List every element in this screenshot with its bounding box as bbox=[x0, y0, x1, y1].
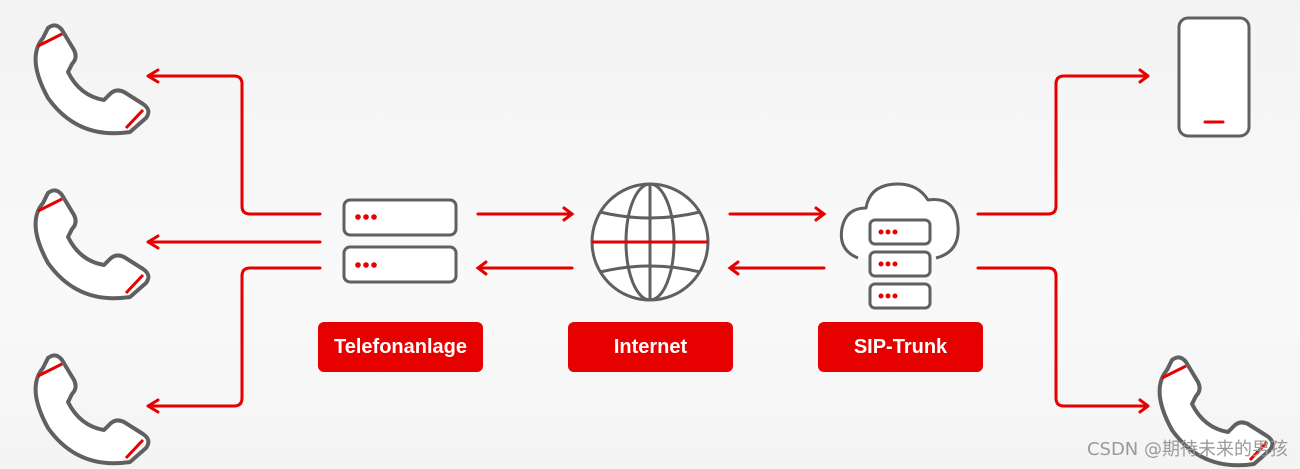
internet-sip-arrows bbox=[727, 206, 827, 276]
sip-trunk-label: SIP-Trunk bbox=[818, 322, 983, 372]
phone-left-3-icon bbox=[33, 353, 151, 466]
pbx-internet-arrows bbox=[475, 206, 575, 276]
server-stack-icon bbox=[342, 198, 458, 284]
connector-top bbox=[148, 74, 322, 216]
cloud-server-icon bbox=[839, 182, 960, 310]
watermark: CSDN @期待未来的男孩 bbox=[1086, 439, 1288, 460]
internet-label: Internet bbox=[568, 322, 733, 372]
smartphone-icon bbox=[1177, 16, 1251, 138]
phone-left-2-icon bbox=[33, 188, 151, 301]
connector-bottom bbox=[148, 266, 322, 408]
connector-right-bottom bbox=[976, 266, 1150, 414]
left-connectors bbox=[148, 74, 322, 408]
right-connectors bbox=[976, 68, 1150, 414]
pbx-label: Telefonanlage bbox=[318, 322, 483, 372]
connector-right-top bbox=[976, 68, 1150, 216]
phone-left-1-icon bbox=[33, 23, 151, 136]
globe-icon bbox=[590, 182, 710, 302]
